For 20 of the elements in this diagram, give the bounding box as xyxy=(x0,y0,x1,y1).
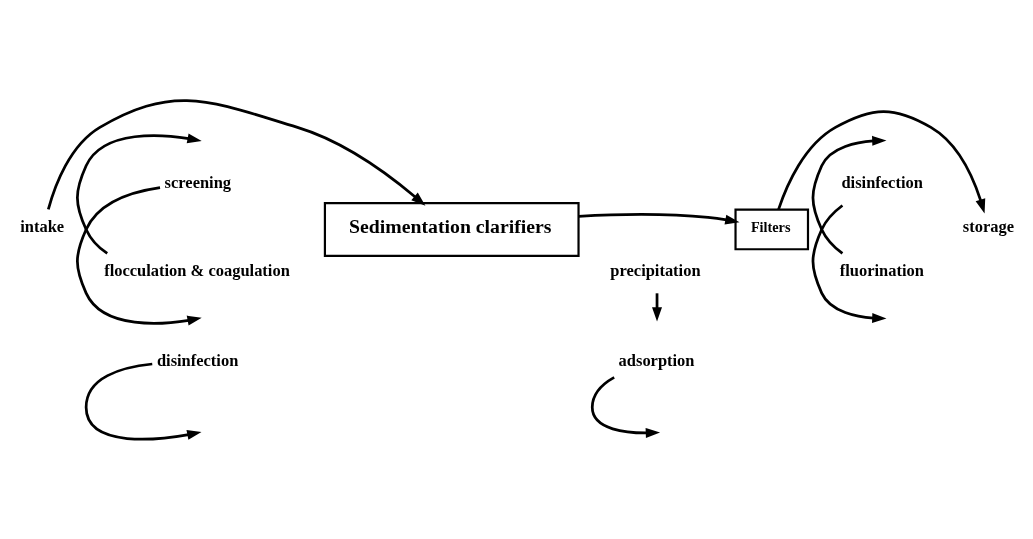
arrow xyxy=(578,212,740,225)
arrow xyxy=(76,185,202,325)
node-text: disinfection xyxy=(156,350,239,370)
node-text: adsorption xyxy=(618,350,695,370)
arrow xyxy=(777,109,986,213)
arrow xyxy=(811,203,887,323)
node-text: disinfection xyxy=(841,172,923,192)
node-text: precipitation xyxy=(610,260,701,280)
node-box: Sedimentation clarifiers xyxy=(323,201,580,257)
node-text: fluorination xyxy=(839,260,924,280)
node-text: storage xyxy=(962,216,1014,236)
arrow xyxy=(811,135,887,255)
node-text: flocculation & coagulation xyxy=(104,260,290,280)
arrow xyxy=(47,98,426,210)
node-box: Filters xyxy=(734,208,810,250)
arrow xyxy=(590,375,661,438)
node-text: intake xyxy=(20,216,65,236)
node-text: screening xyxy=(164,172,232,192)
arrow xyxy=(84,362,202,440)
arrow xyxy=(76,133,202,255)
